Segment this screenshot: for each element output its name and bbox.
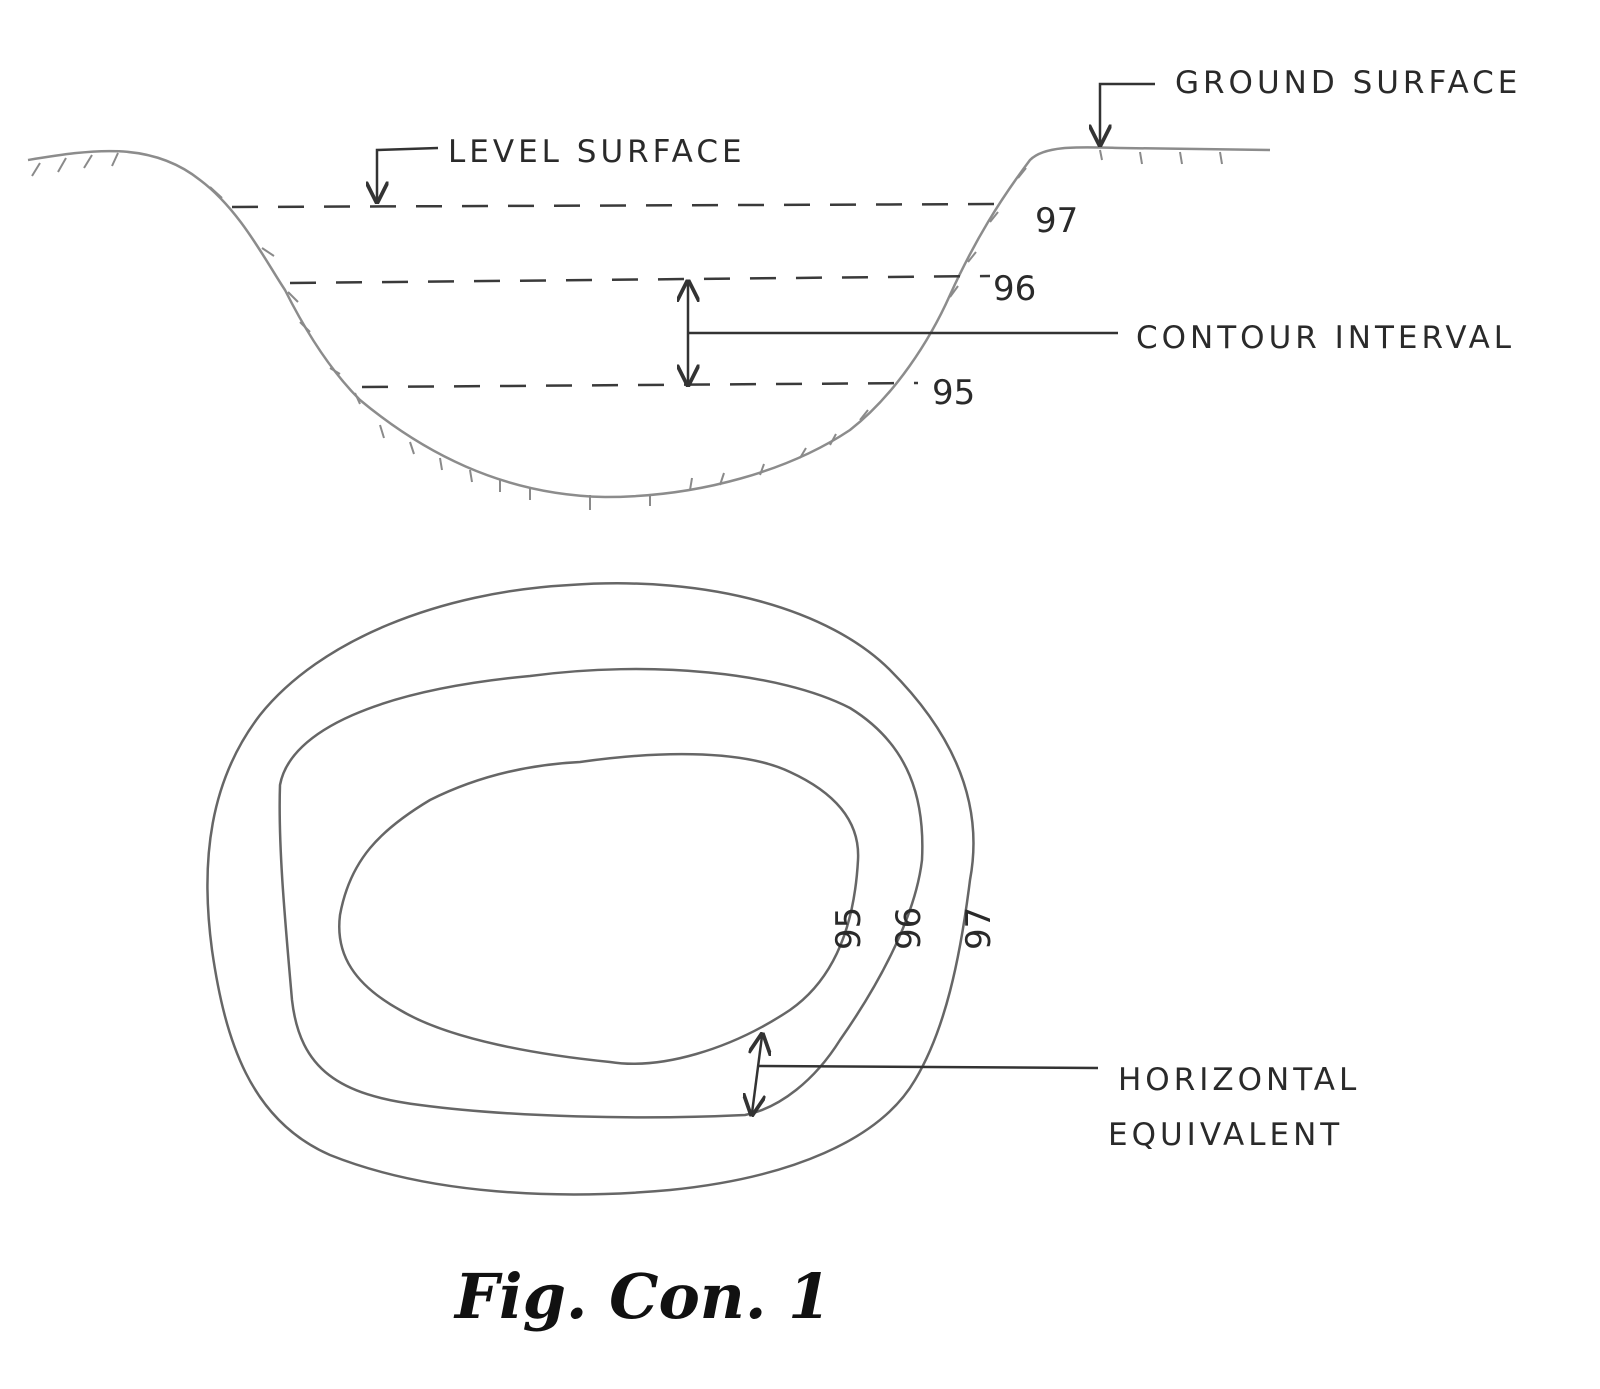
ground-surface-profile: [27, 146, 1271, 499]
level-label-96: 96: [993, 269, 1036, 309]
horizontal-equivalent-arrow: [752, 1036, 762, 1113]
contour-95: [338, 752, 860, 1065]
level-line-95: [361, 381, 919, 389]
contour-label-96: 96: [889, 907, 929, 950]
horizontal-equivalent-label-line2: EQUIVALENT: [1108, 1117, 1343, 1153]
level-line-96: [289, 274, 991, 285]
level-surface-leader: [377, 146, 439, 200]
level-label-95: 95: [932, 373, 975, 413]
cross-section: LEVEL SURFACE GROUND SURFACE 97 96 95 CO…: [27, 65, 1521, 510]
ground-surface-leader: [1100, 82, 1155, 143]
contour-97: [206, 582, 975, 1196]
level-surface-label: LEVEL SURFACE: [448, 134, 746, 170]
contour-96: [278, 667, 924, 1119]
plan-view: 95 96 97 HORIZONTAL EQUIVALENT: [206, 582, 1360, 1196]
ground-hatching: [31, 149, 1223, 510]
contour-label-95: 95: [829, 907, 869, 950]
contour-label-97: 97: [959, 907, 999, 950]
horizontal-equivalent-leader: [757, 1064, 1099, 1070]
contour-interval-label: CONTOUR INTERVAL: [1136, 320, 1515, 356]
level-line-97: [231, 202, 1011, 209]
horizontal-equivalent-label-line1: HORIZONTAL: [1118, 1062, 1360, 1098]
ground-surface-label: GROUND SURFACE: [1175, 65, 1521, 101]
level-label-97: 97: [1035, 201, 1078, 241]
figure-caption: Fig. Con. 1: [453, 1260, 831, 1333]
